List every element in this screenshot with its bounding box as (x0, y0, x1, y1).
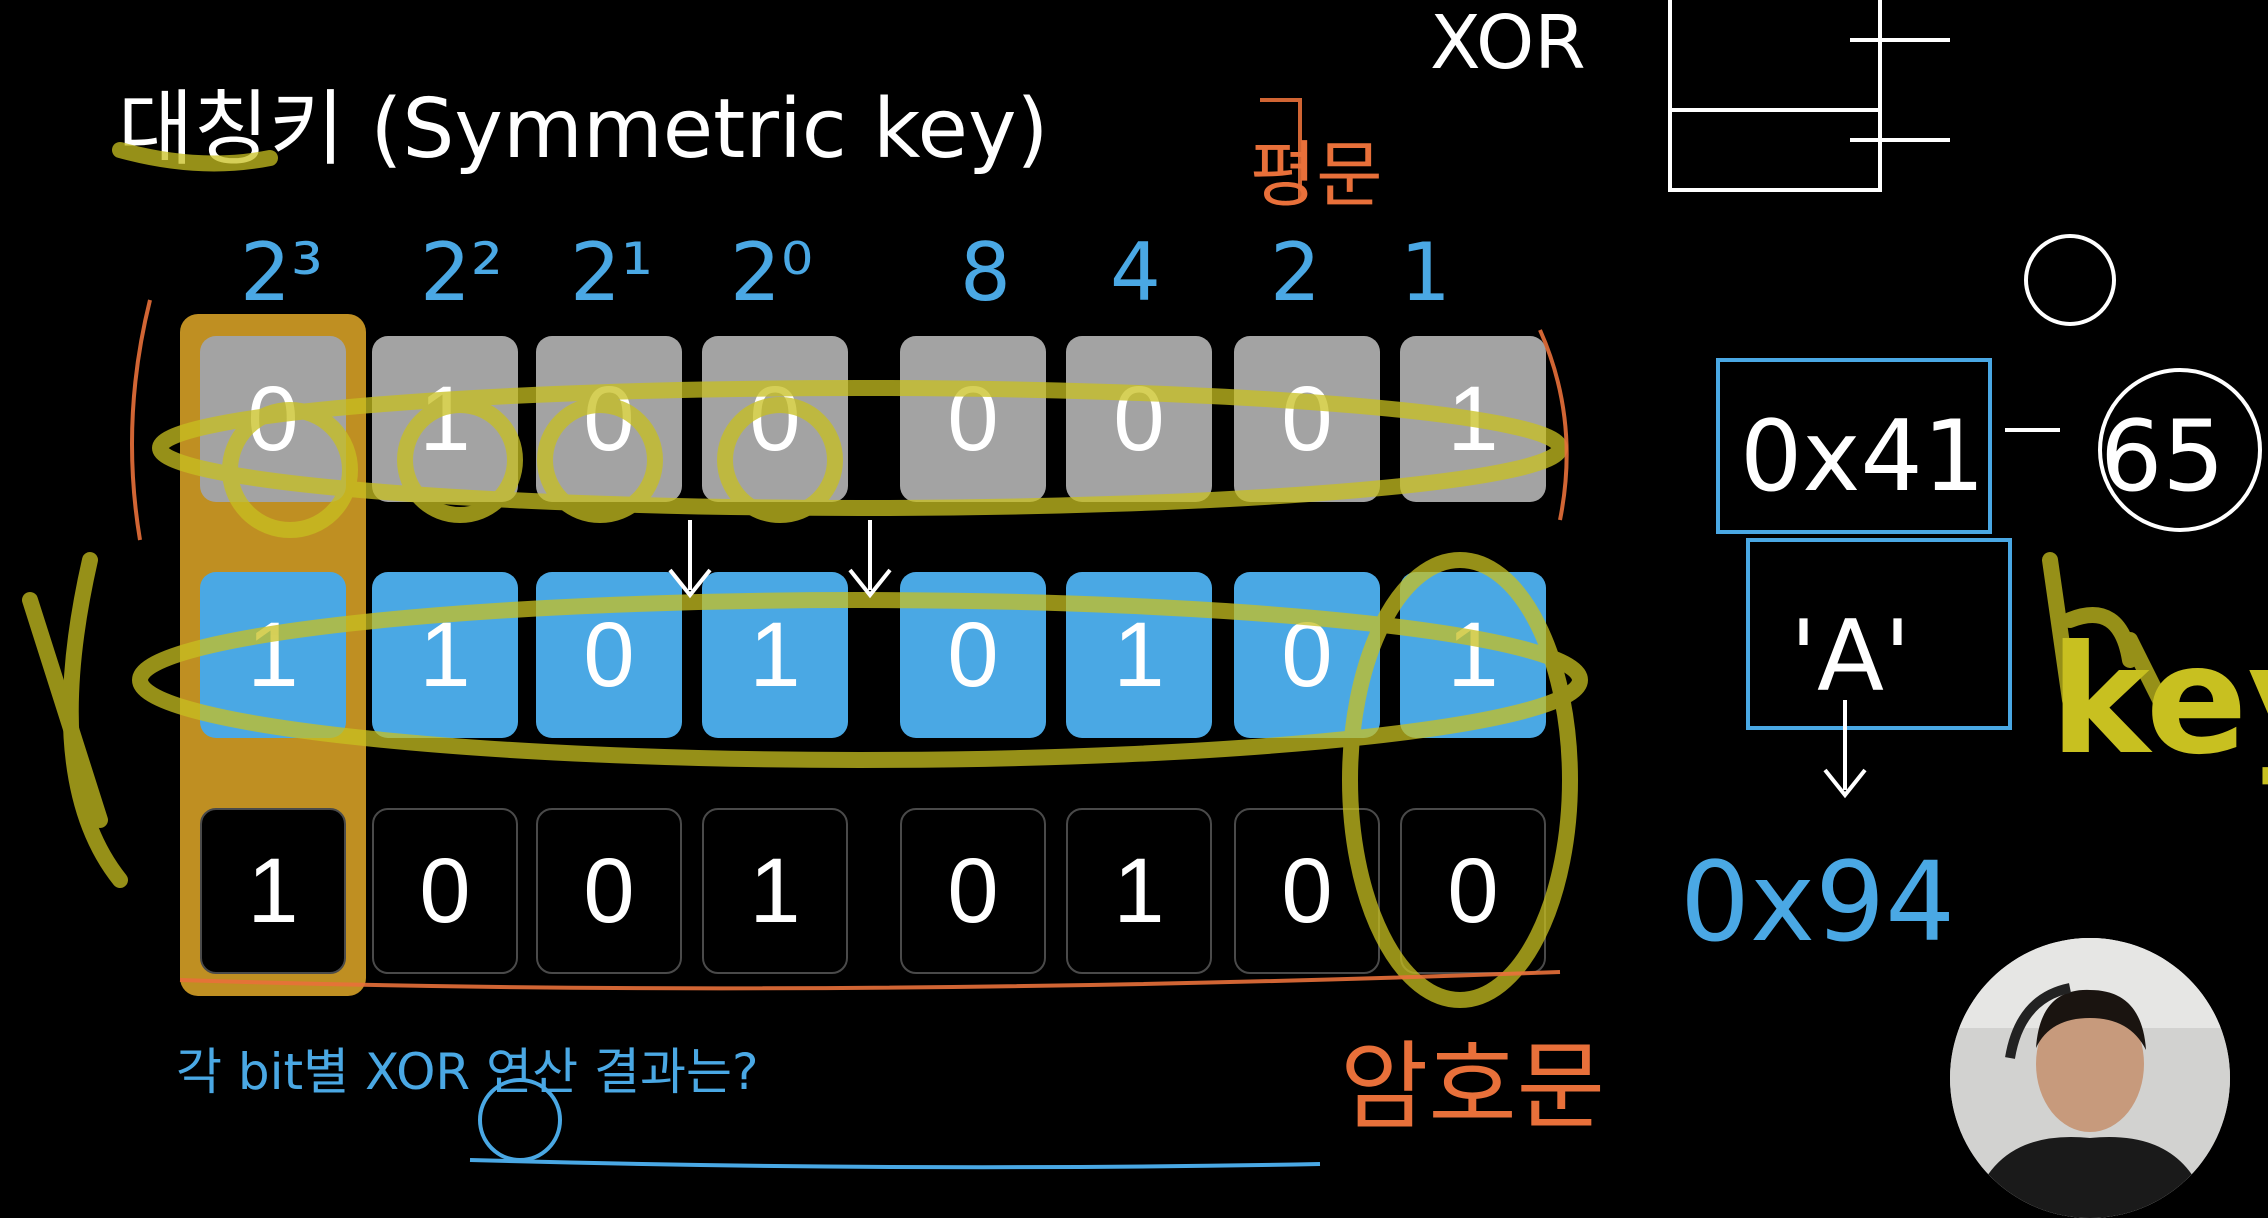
result-bit: 0 (1234, 808, 1380, 974)
weight-label: 2¹ (570, 226, 653, 319)
result-bit: 1 (1066, 808, 1212, 974)
plaintext-bit: 0 (1066, 336, 1212, 502)
key-bit: 1 (702, 572, 848, 738)
hex-result: 0x94 (1680, 838, 1955, 966)
weight-label: 8 (960, 226, 1011, 319)
result-bit: 0 (1400, 808, 1546, 974)
result-bit: 0 (900, 808, 1046, 974)
plaintext-bit: 0 (200, 336, 346, 502)
presenter-webcam (1950, 938, 2230, 1218)
key-bit: 0 (536, 572, 682, 738)
hex-plain: 0x41 (1740, 400, 1985, 514)
plaintext-bit: 0 (536, 336, 682, 502)
weight-label: 2⁰ (730, 226, 813, 319)
plaintext-bit: 1 (372, 336, 518, 502)
key-bit: 1 (200, 572, 346, 738)
xor-label: XOR (1430, 0, 1586, 86)
result-bit: 0 (372, 808, 518, 974)
plaintext-bit: 0 (1234, 336, 1380, 502)
weight-label: 2² (420, 226, 503, 319)
weight-label: 2 (1270, 226, 1321, 319)
result-bit: 1 (200, 808, 346, 974)
key-label: key (2050, 614, 2268, 788)
key-bit: 0 (1234, 572, 1380, 738)
key-bit: 1 (1066, 572, 1212, 738)
weight-label: 1 (1400, 226, 1451, 319)
key-bit: 1 (1400, 572, 1546, 738)
weight-label: 2³ (240, 226, 323, 319)
weight-label: 4 (1110, 226, 1161, 319)
key-bit: 0 (900, 572, 1046, 738)
xor-question: 각 bit별 XOR 연산 결과는? (176, 1043, 759, 1101)
plaintext-bit: 1 (1400, 336, 1546, 502)
page-title: 대칭키 (Symmetric key) (118, 82, 1049, 177)
result-bit: 1 (702, 808, 848, 974)
plain-label: 평문 (1250, 133, 1382, 217)
char-value: 'A' (1790, 600, 1911, 714)
presenter-avatar (1950, 938, 2230, 1218)
result-bit: 0 (536, 808, 682, 974)
plaintext-bit: 0 (900, 336, 1046, 502)
key-bit: 1 (372, 572, 518, 738)
cipher-label: 암호문 (1340, 1031, 1605, 1143)
decimal-value: 65 (2100, 400, 2225, 514)
plaintext-bit: 0 (702, 336, 848, 502)
